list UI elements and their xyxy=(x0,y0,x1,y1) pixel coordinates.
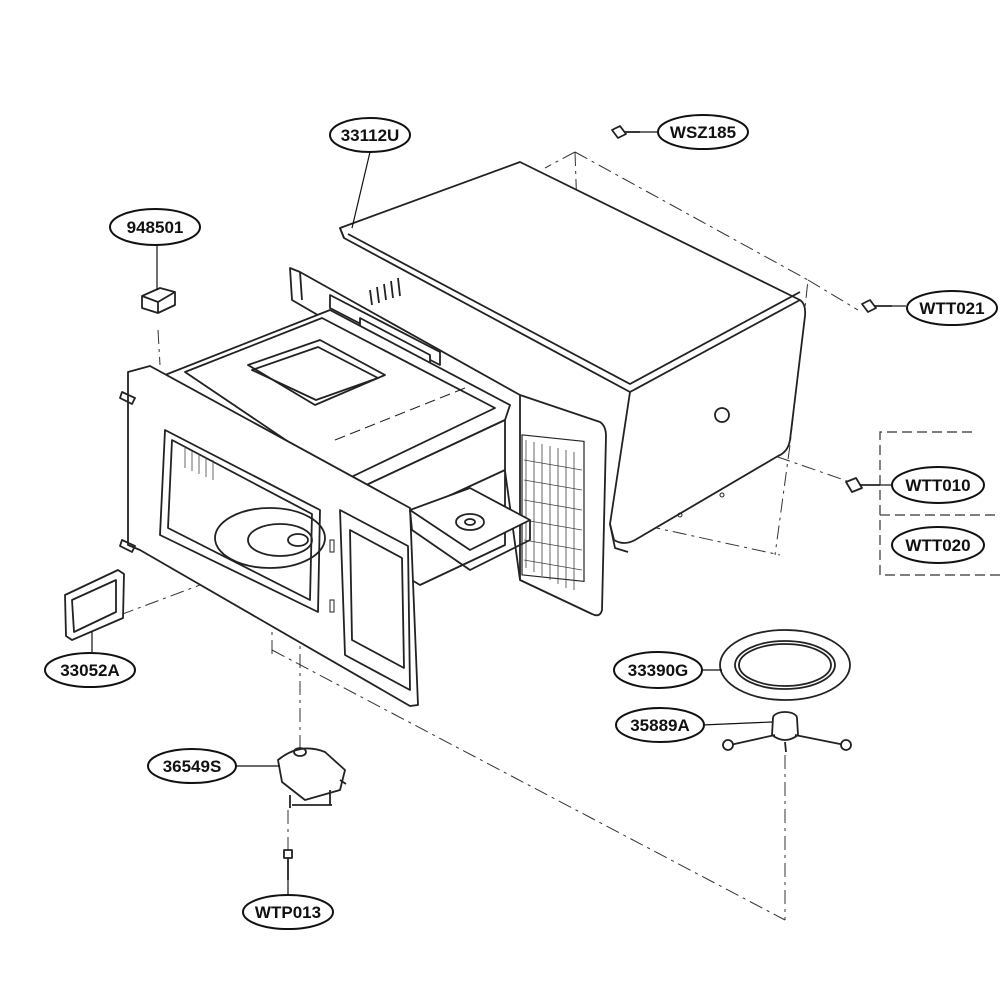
svg-text:33390G: 33390G xyxy=(628,661,689,680)
bracket-drawing xyxy=(409,487,531,571)
svg-text:33112U: 33112U xyxy=(341,126,400,145)
svg-text:WTT010: WTT010 xyxy=(905,476,970,495)
front-panel-drawing xyxy=(119,365,419,707)
outer-cabinet-drawing xyxy=(339,161,807,553)
part-33052A-drawing xyxy=(64,569,125,652)
svg-text:36549S: 36549S xyxy=(163,757,222,776)
svg-text:WSZ185: WSZ185 xyxy=(670,123,736,142)
part-35889A-drawing xyxy=(701,711,852,753)
svg-text:WTT020: WTT020 xyxy=(905,536,970,555)
leader-33112U xyxy=(351,151,371,229)
svg-text:35889A: 35889A xyxy=(630,716,690,735)
label-WTT021: WTT021 xyxy=(906,290,998,326)
svg-text:WTP013: WTP013 xyxy=(255,903,321,922)
part-33390G-drawing xyxy=(700,629,851,701)
svg-text:WTT021: WTT021 xyxy=(919,299,984,318)
part-948501-drawing xyxy=(141,246,176,314)
label-33112U: 33112U xyxy=(329,117,411,153)
part-WTT021-drawing xyxy=(861,299,906,313)
label-35889A: 35889A xyxy=(615,707,705,743)
label-WSZ185: WSZ185 xyxy=(657,114,749,150)
part-WSZ185-drawing xyxy=(611,125,658,139)
part-36549S-drawing xyxy=(236,747,347,808)
part-WTP013-drawing xyxy=(283,849,293,896)
label-WTT010: WTT010 xyxy=(891,466,985,504)
part-WTT010-drawing xyxy=(845,477,892,493)
label-948501: 948501 xyxy=(109,208,201,246)
label-WTP013: WTP013 xyxy=(242,894,334,930)
svg-text:948501: 948501 xyxy=(127,218,184,237)
label-36549S: 36549S xyxy=(147,748,237,784)
label-33390G: 33390G xyxy=(613,651,703,689)
label-WTT020: WTT020 xyxy=(891,526,985,564)
svg-text:33052A: 33052A xyxy=(60,661,120,680)
label-33052A: 33052A xyxy=(44,652,136,688)
